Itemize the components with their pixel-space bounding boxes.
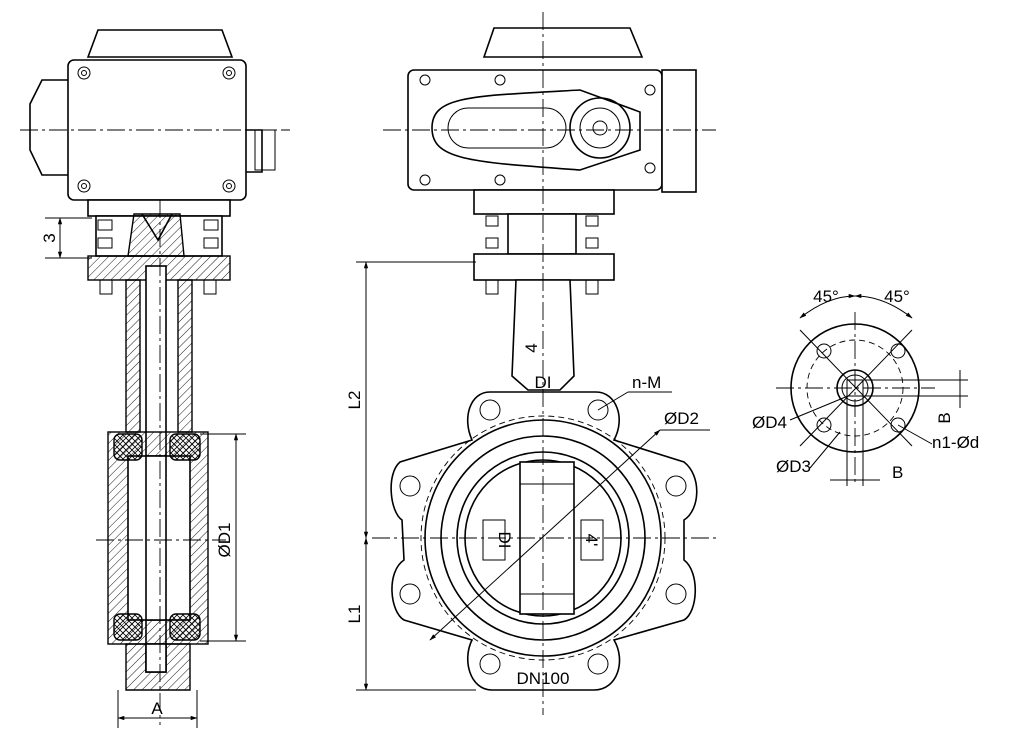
dim-d1-label: ØD1 [215, 523, 234, 558]
side-view [20, 29, 290, 728]
dim-3-label: 3 [40, 233, 59, 242]
mark-di-disc: DI [495, 532, 514, 549]
mark-4-disc: 4' [582, 534, 601, 547]
mark-4-top: 4 [522, 343, 541, 352]
dim-d3-label: ØD3 [776, 457, 811, 476]
top-flange-detail [776, 293, 968, 486]
angle-left-label: 45° [813, 287, 839, 306]
dim-b-horizontal-label: B [892, 463, 903, 482]
dim-nm-label: n-M [632, 373, 661, 392]
dim-d4-label: ØD4 [752, 413, 787, 432]
front-view [356, 12, 720, 715]
dim-a-label: A [151, 699, 163, 718]
angle-right-label: 45° [884, 287, 910, 306]
dim-l2-label: L2 [345, 391, 364, 410]
dim-n1d-label: n1-Ød [932, 433, 979, 452]
dim-d2-label: ØD2 [664, 409, 699, 428]
dim-b-vertical-label: B [935, 412, 954, 423]
mark-size-label: DN100 [517, 669, 570, 688]
mark-di-top: DI [535, 373, 552, 392]
dim-l1-label: L1 [345, 605, 364, 624]
